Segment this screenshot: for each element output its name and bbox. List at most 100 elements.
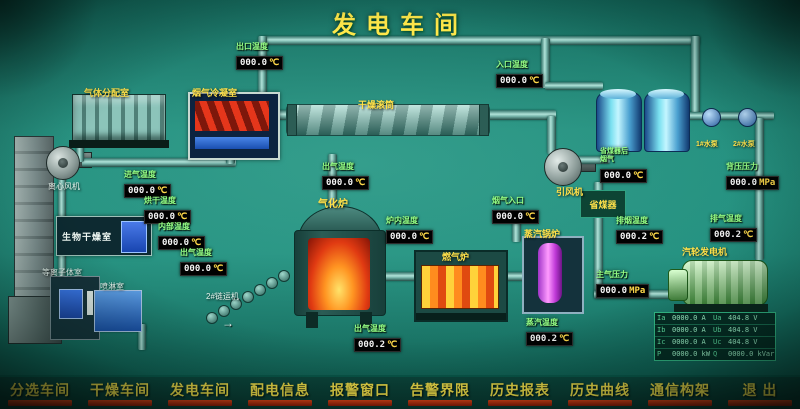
bio-drying-panel	[121, 221, 147, 253]
display-exhaust-smoke-temp: 排烟温度 000.2℃	[616, 216, 664, 245]
tank-cap	[648, 89, 684, 99]
display-outgas-temp-gasifier: 出气温度 000.0℃	[322, 162, 370, 191]
tank-cap	[600, 89, 636, 99]
display-outgas-temp-bottom: 出气温度 000.2℃	[354, 324, 402, 353]
gas-furnace-flame-icon	[421, 265, 499, 309]
gas-distribution-base	[69, 140, 169, 148]
menu-button-drying-workshop[interactable]: 干燥车间	[80, 377, 160, 409]
drum-label: 干燥滚筒	[358, 100, 395, 110]
gas-distribution-room[interactable]	[69, 94, 169, 148]
plasma-room[interactable]	[50, 276, 100, 340]
pipe-segment	[547, 116, 556, 154]
spray-room[interactable]	[94, 290, 142, 332]
gas-furnace-label: 燃气炉	[442, 252, 470, 262]
drum-end-cap	[287, 104, 297, 136]
plasma-unit	[59, 289, 83, 319]
display-intake-temp: 进气温度 000.0℃	[124, 170, 172, 199]
plasma-slot	[87, 291, 93, 315]
fan-hub-icon	[558, 162, 568, 172]
turbine-label: 汽轮发电机	[682, 247, 728, 257]
menu-button-power-distribution-info[interactable]: 配电信息	[240, 377, 320, 409]
bio-drying-room[interactable]: 生物干燥室	[56, 216, 152, 256]
pipe-segment	[545, 82, 603, 90]
plasma-label: 等离子体室	[42, 268, 82, 277]
menu-button-underline	[648, 400, 712, 406]
conveyor-label: 2#链运机	[206, 292, 239, 301]
flue-gas-condenser[interactable]	[188, 92, 280, 160]
economizer[interactable]: 省煤器	[580, 190, 626, 218]
steam-boiler-label: 蒸汽锅炉	[524, 229, 561, 239]
menu-button-alarm-limits[interactable]: 告警界限	[400, 377, 480, 409]
economizer-label: 省煤器	[589, 199, 617, 210]
display-furnace-inner-temp: 炉内温度 000.0℃	[386, 216, 434, 245]
bio-drying-label: 生物干燥室	[62, 231, 113, 242]
menu-button-underline	[248, 400, 312, 406]
turbine-generator[interactable]	[668, 256, 768, 312]
menu-button-history-report[interactable]: 历史报表	[480, 377, 560, 409]
gas-distribution-label: 气体分配室	[84, 88, 130, 98]
gasifier-label: 气化炉	[318, 199, 348, 210]
gas-furnace-base	[416, 313, 506, 320]
display-outgas-temp-biodry: 出气温度 000.0℃	[180, 248, 228, 277]
gasifier[interactable]	[294, 206, 386, 330]
pump2-label: 2#水泵	[733, 141, 755, 148]
display-outlet-temp: 出口温度 000.0℃	[236, 42, 284, 71]
gasifier-flame-icon	[308, 238, 370, 310]
menu-button-underline	[728, 400, 792, 406]
menu-button-underline	[408, 400, 472, 406]
menu-button-underline	[568, 400, 632, 406]
generator-base	[674, 304, 768, 312]
menu-button-history-curve[interactable]: 历史曲线	[560, 377, 640, 409]
water-tank-2[interactable]	[644, 89, 690, 152]
conveyor-chain-link	[254, 284, 266, 296]
generator-front-cylinder	[668, 269, 688, 301]
menu-button-underline	[88, 400, 152, 406]
id-fan-label: 引风机	[556, 187, 584, 197]
display-inlet-temp: 入口温度 000.0℃	[496, 60, 544, 89]
display-internal-temp: 内部温度 000.0℃	[158, 222, 206, 251]
pump1-label: 1#水泵	[696, 141, 718, 148]
conveyor-direction-arrow-icon: →	[222, 316, 234, 330]
display-drying-temp: 烘干温度 000.0℃	[144, 196, 192, 225]
menu-button-underline	[168, 400, 232, 406]
water-tank-1[interactable]	[596, 89, 642, 152]
display-exhaust-temp: 排气温度 000.2℃	[710, 214, 758, 243]
steam-boiler[interactable]	[522, 236, 584, 314]
water-pump-1[interactable]	[702, 108, 721, 127]
menu-button-exit[interactable]: 退 出	[720, 377, 800, 409]
gasifier-leg	[306, 312, 318, 328]
conveyor-chain-link	[278, 270, 290, 282]
boiler-drum	[538, 243, 562, 303]
generator-body	[682, 260, 768, 306]
menu-button-sorting-workshop[interactable]: 分选车间	[0, 377, 80, 409]
menu-button-underline	[328, 400, 392, 406]
condenser-water	[195, 137, 269, 149]
display-fluegas-inlet: 烟气入口 000.0℃	[492, 196, 540, 225]
condenser-coil	[195, 101, 269, 131]
fan-hub-icon	[58, 158, 68, 168]
display-steam-temp: 蒸汽温度 000.2℃	[526, 318, 574, 347]
menu-button-underline	[488, 400, 552, 406]
menu-button-communication-framework[interactable]: 通信构架	[640, 377, 720, 409]
display-economizer-fluegas: 省煤器后烟气 000.0℃	[600, 148, 648, 184]
menu-button-generation-workshop[interactable]: 发电车间	[160, 377, 240, 409]
conveyor-chain-link	[266, 277, 278, 289]
conveyor-chain-link	[242, 291, 254, 303]
menu-button-alarm-window[interactable]: 报警窗口	[320, 377, 400, 409]
pipe-segment	[382, 272, 418, 281]
menu-button-underline	[8, 400, 72, 406]
induced-draft-fan[interactable]	[544, 148, 582, 186]
spray-label: 喷淋室	[100, 282, 124, 291]
drum-end-cap	[479, 104, 489, 136]
centrifugal-fan[interactable]	[46, 146, 80, 180]
conveyor-chain-link	[206, 312, 218, 324]
water-pump-2[interactable]	[738, 108, 757, 127]
page-title: 发电车间	[332, 12, 468, 39]
